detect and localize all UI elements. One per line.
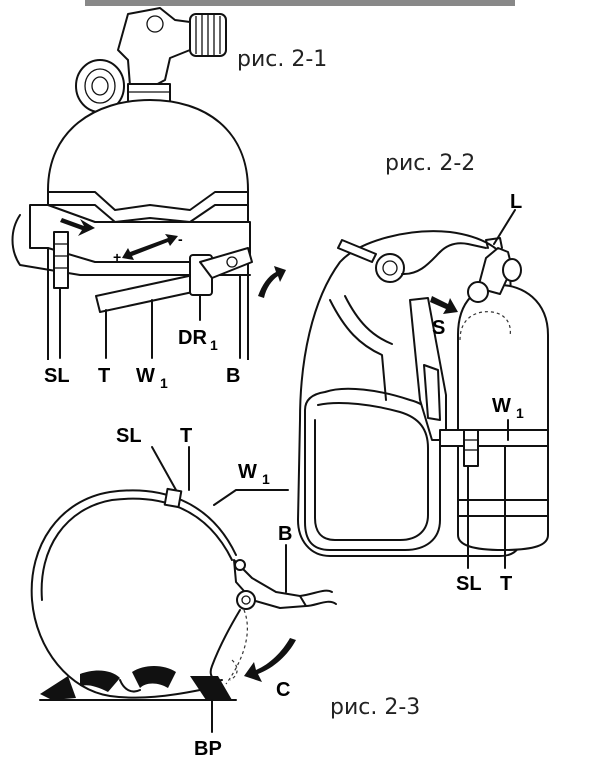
fig2-label-t: T (500, 573, 512, 595)
figure-2-1 (11, 7, 286, 360)
fig1-label-w-sub: 1 (160, 375, 168, 391)
fig3-label-t: T (180, 425, 192, 447)
regulator-wheel (375, 253, 405, 283)
arrow-slide-s (430, 296, 458, 314)
arrow-rotate-b (258, 266, 286, 298)
fig1-label-b: B (226, 365, 240, 387)
strap-loop (30, 489, 237, 699)
cylinder-2-band (439, 429, 549, 447)
buckle (189, 247, 253, 296)
strap-lock (53, 231, 69, 289)
valve-handwheel (189, 13, 227, 57)
arrow-rotate-c (244, 638, 296, 682)
fig1-plus-sign: + (113, 249, 121, 265)
fig1-label-w: W (136, 365, 155, 387)
fig1-label-sl: SL (44, 365, 70, 387)
figure-2-2 (297, 209, 549, 569)
loop-strap-lock (163, 487, 183, 509)
hose (337, 239, 377, 263)
cylinder-band (11, 204, 251, 326)
arrow-tighten (60, 218, 95, 236)
fig2-label-sl: SL (456, 573, 482, 595)
fig1-caption: рис. 2-1 (237, 47, 327, 72)
fig2-label-w-sub: 1 (516, 405, 524, 421)
fig1-minus-sign: - (178, 231, 183, 247)
fig3-label-w: W (238, 461, 257, 483)
loop-buckle (233, 559, 337, 610)
fig3-label-w-sub: 1 (262, 471, 270, 487)
fig2-label-w: W (492, 395, 511, 417)
strap-lock-2 (463, 429, 479, 467)
base-plate (39, 666, 237, 701)
backpack-panel (304, 387, 441, 551)
fig2-label-l: L (510, 191, 522, 213)
fig1-label-dr-sub: 1 (210, 337, 218, 353)
valve-outlet-port (75, 59, 125, 113)
fig3-label-b: B (278, 523, 292, 545)
arrow-adjust (122, 234, 178, 260)
top-border-bar (85, 0, 515, 6)
fig3-label-sl: SL (116, 425, 142, 447)
fig2-label-s: S (432, 317, 445, 339)
valve-body (117, 7, 191, 89)
fig3-label-bp: BP (194, 738, 222, 760)
figure-2-3 (30, 446, 337, 733)
fig1-label-t: T (98, 365, 110, 387)
fig3-label-c: C (276, 679, 290, 701)
cylinder-2-dashed-top (459, 311, 511, 341)
fig2-caption: рис. 2-2 (385, 151, 475, 176)
fig1-label-dr: DR (178, 327, 207, 349)
fig3-caption: рис. 2-3 (330, 695, 420, 720)
